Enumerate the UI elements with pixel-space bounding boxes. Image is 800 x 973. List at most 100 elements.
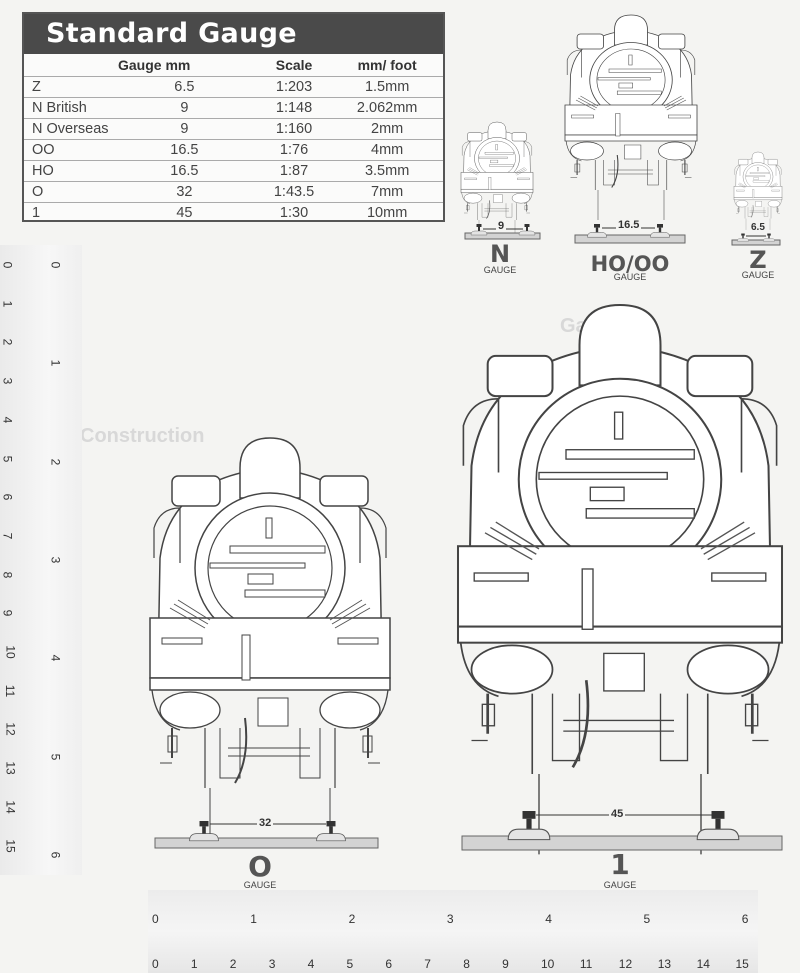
ruler-cm-label: 4 bbox=[0, 416, 15, 424]
ruler-cm-label: 13 bbox=[657, 957, 672, 971]
ruler-cm-label: 3 bbox=[0, 377, 15, 385]
col-header-gauge-mm: Gauge mm bbox=[118, 57, 191, 73]
z-locomotive-drawing bbox=[733, 151, 783, 231]
ruler-inch-label: 5 bbox=[48, 753, 63, 760]
ruler-cm-label: 11 bbox=[579, 957, 593, 971]
ruler-cm-label: 14 bbox=[3, 800, 18, 814]
cell-gauge: 1 bbox=[24, 202, 112, 223]
z-gauge-dimension: 6.5 bbox=[749, 222, 767, 233]
cell-gauge-mm: 45 bbox=[112, 202, 257, 223]
cell-scale: 1:148 bbox=[256, 97, 332, 119]
ruler-cm-label: 1 bbox=[0, 300, 15, 308]
ruler-cm-label: 12 bbox=[618, 957, 633, 971]
ruler-cm-label: 15 bbox=[3, 838, 18, 853]
ruler-cm-label: 5 bbox=[346, 957, 354, 971]
cell-gauge: Z bbox=[24, 76, 112, 98]
ruler-cm-label: 0 bbox=[152, 957, 159, 971]
one-gauge-dimension: 45 bbox=[609, 808, 626, 820]
cell-gauge-mm: 9 bbox=[112, 118, 257, 140]
ruler-inch-label: 5 bbox=[643, 912, 651, 926]
ruler-cm-label: 2 bbox=[0, 339, 15, 346]
cell-mm-per-foot: 1.5mm bbox=[331, 76, 443, 98]
cell-gauge: HO bbox=[24, 160, 112, 182]
ruler-cm-label: 6 bbox=[0, 493, 15, 501]
cell-mm-per-foot: 2.062mm bbox=[331, 97, 443, 119]
cell-scale: 1:160 bbox=[256, 118, 332, 140]
cell-scale: 1:76 bbox=[256, 139, 332, 161]
hoo-gauge-label: HO/OO bbox=[590, 252, 670, 276]
cell-gauge: N British bbox=[24, 97, 112, 119]
ruler-cm-label: 15 bbox=[735, 957, 749, 971]
cell-scale: 1:87 bbox=[256, 160, 332, 182]
cell-gauge: O bbox=[24, 181, 112, 203]
ruler-inch-label: 6 bbox=[48, 851, 63, 859]
n-gauge-sublabel: GAUGE bbox=[483, 265, 517, 275]
o-gauge-label: O bbox=[248, 850, 272, 883]
cell-scale: 1:30 bbox=[256, 202, 332, 223]
ruler-cm-label: 7 bbox=[0, 532, 15, 540]
hoo-gauge-dimension: 16.5 bbox=[616, 219, 642, 231]
col-header-scale: Scale bbox=[275, 57, 313, 73]
hoo-gauge-sublabel: GAUGE bbox=[613, 272, 647, 282]
ruler-cm-label: 2 bbox=[229, 957, 237, 971]
cell-gauge: OO bbox=[24, 139, 112, 161]
n-gauge-label: N bbox=[489, 240, 511, 268]
cell-mm-per-foot: 2mm bbox=[331, 118, 443, 140]
one-gauge-label: 1 bbox=[610, 848, 630, 881]
ruler-cm-label: 9 bbox=[0, 609, 15, 617]
z-gauge-label: Z bbox=[749, 246, 767, 274]
ruler-inch-label: 1 bbox=[48, 359, 63, 367]
cell-gauge-mm: 16.5 bbox=[112, 139, 257, 161]
col-header-mm-foot: mm/ foot bbox=[357, 57, 417, 73]
ruler-cm-label: 12 bbox=[3, 722, 18, 737]
ruler-cm-label: 5 bbox=[0, 455, 15, 462]
cell-gauge: N Overseas bbox=[24, 118, 112, 140]
ruler-inch-label: 4 bbox=[545, 912, 552, 926]
ruler-inch-label: 1 bbox=[250, 912, 257, 926]
table-title: Standard Gauge bbox=[24, 14, 443, 54]
hoo-locomotive-drawing bbox=[564, 14, 698, 221]
n-gauge-dimension: 9 bbox=[496, 220, 507, 232]
cell-scale: 1:203 bbox=[256, 76, 332, 98]
ruler-cm-label: 8 bbox=[0, 571, 15, 578]
ruler-cm-label: 3 bbox=[268, 957, 276, 971]
ruler-cm-label: 0 bbox=[0, 261, 15, 269]
vertical-ruler bbox=[0, 245, 82, 875]
ruler-cm-label: 9 bbox=[502, 957, 509, 971]
ruler-inch-label: 6 bbox=[741, 912, 749, 926]
one-locomotive-drawing bbox=[456, 303, 784, 856]
ruler-cm-label: 10 bbox=[541, 957, 555, 971]
cell-mm-per-foot: 3.5mm bbox=[331, 160, 443, 182]
ruler-inch-label: 0 bbox=[48, 261, 63, 269]
ruler-cm-label: 4 bbox=[307, 957, 315, 971]
cell-mm-per-foot: 10mm bbox=[331, 202, 443, 223]
one-gauge-sublabel: GAUGE bbox=[603, 880, 637, 890]
cell-gauge-mm: 16.5 bbox=[112, 160, 257, 182]
cell-gauge-mm: 32 bbox=[112, 181, 257, 203]
ruler-inch-label: 0 bbox=[152, 912, 159, 926]
table-header-row: Gauge mm Scale mm/ foot bbox=[24, 54, 443, 77]
o-gauge-dimension: 32 bbox=[257, 817, 274, 829]
ruler-cm-label: 8 bbox=[463, 957, 470, 971]
horizontal-ruler bbox=[148, 890, 758, 973]
o-gauge-sublabel: GAUGE bbox=[243, 880, 277, 890]
cell-mm-per-foot: 4mm bbox=[331, 139, 443, 161]
ruler-cm-label: 10 bbox=[3, 645, 18, 659]
cell-gauge-mm: 6.5 bbox=[112, 76, 257, 98]
cell-mm-per-foot: 7mm bbox=[331, 181, 443, 203]
ruler-inch-label: 4 bbox=[48, 654, 63, 662]
z-gauge-sublabel: GAUGE bbox=[741, 270, 775, 280]
ruler-cm-label: 14 bbox=[696, 957, 710, 971]
o-locomotive-drawing bbox=[149, 437, 391, 849]
ruler-inch-label: 2 bbox=[48, 458, 63, 465]
cell-scale: 1:43.5 bbox=[256, 181, 332, 203]
ruler-cm-label: 7 bbox=[424, 957, 431, 971]
